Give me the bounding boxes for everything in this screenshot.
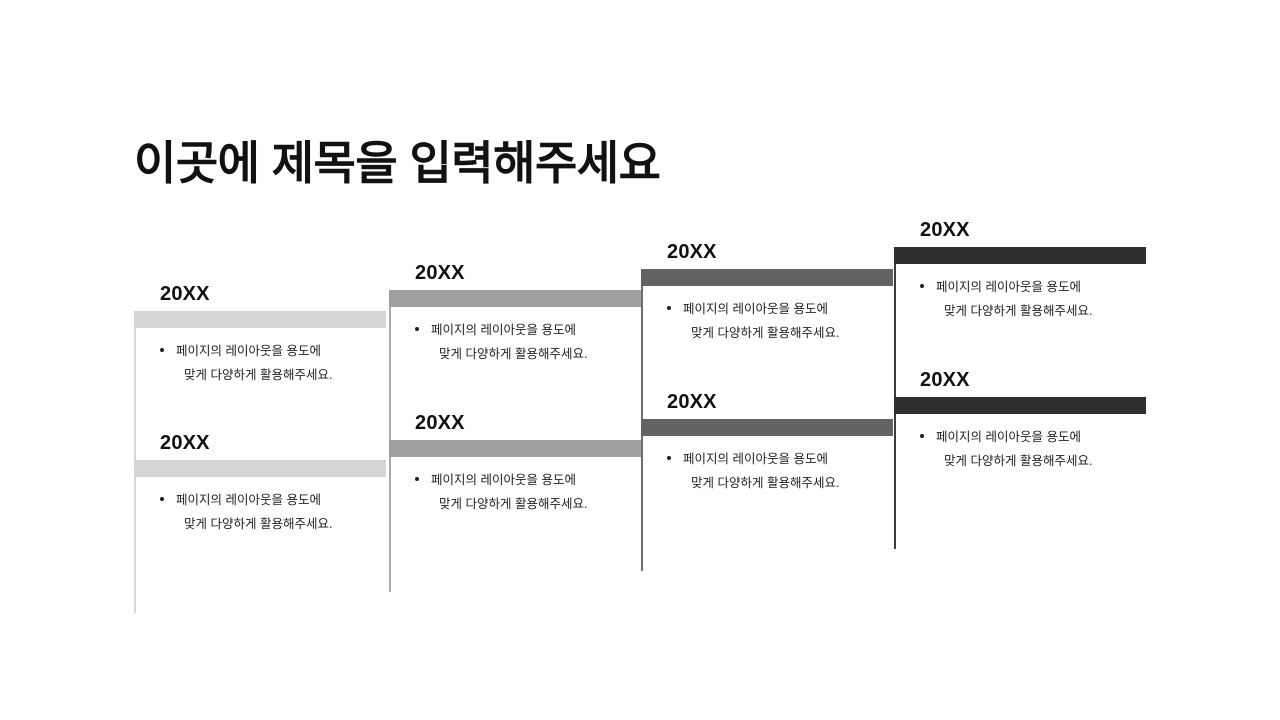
bullet-dot-icon: [160, 348, 164, 352]
bullet-text-line-1: 페이지의 레이아웃을 용도에: [683, 452, 828, 466]
timeline-connector-line: [641, 419, 643, 571]
timeline-card-year: 20XX: [667, 241, 717, 263]
timeline-connector-line: [894, 247, 896, 542]
bullet-text-line-2: 맞게 다양하게 활용해주세요.: [944, 304, 1093, 319]
timeline-connector-line: [894, 397, 896, 549]
bullet-text-line-2: 맞게 다양하게 활용해주세요.: [184, 517, 333, 532]
timeline-card-year: 20XX: [415, 412, 465, 434]
timeline-card-bar: [641, 269, 893, 286]
timeline-card-bar: [894, 397, 1146, 414]
bullet-text-line-1: 페이지의 레이아웃을 용도에: [431, 473, 576, 487]
bullet-dot-icon: [667, 306, 671, 310]
timeline-card-year: 20XX: [415, 262, 465, 284]
bullet-text-line-1: 페이지의 레이아웃을 용도에: [176, 344, 321, 358]
timeline-card-year: 20XX: [920, 369, 970, 391]
bullet-text-line-2: 맞게 다양하게 활용해주세요.: [691, 326, 840, 341]
timeline-card-bar: [134, 311, 386, 328]
timeline-card-year: 20XX: [160, 432, 210, 454]
timeline-card-bar: [134, 460, 386, 477]
timeline-card-bar: [894, 247, 1146, 264]
timeline-connector-line: [389, 290, 391, 570]
bullet-text-line-2: 맞게 다양하게 활용해주세요.: [439, 497, 588, 512]
bullet-text-line-1: 페이지의 레이아웃을 용도에: [176, 493, 321, 507]
bullet-text-line-2: 맞게 다양하게 활용해주세요.: [439, 347, 588, 362]
timeline-card-year: 20XX: [920, 219, 970, 241]
bullet-dot-icon: [415, 477, 419, 481]
bullet-text-line-1: 페이지의 레이아웃을 용도에: [936, 280, 1081, 294]
bullet-dot-icon: [415, 327, 419, 331]
bullet-text-line-1: 페이지의 레이아웃을 용도에: [431, 323, 576, 337]
bullet-text-line-2: 맞게 다양하게 활용해주세요.: [944, 454, 1093, 469]
bullet-dot-icon: [920, 434, 924, 438]
timeline-card-bar: [389, 290, 641, 307]
timeline-card-year: 20XX: [160, 283, 210, 305]
bullet-text-line-1: 페이지의 레이아웃을 용도에: [936, 430, 1081, 444]
timeline-card-bar: [641, 419, 893, 436]
timeline-connector-line: [389, 440, 391, 592]
bullet-text-line-2: 맞게 다양하게 활용해주세요.: [691, 476, 840, 491]
timeline-card-bar: [389, 440, 641, 457]
bullet-text-line-2: 맞게 다양하게 활용해주세요.: [184, 368, 333, 383]
bullet-dot-icon: [920, 284, 924, 288]
bullet-dot-icon: [160, 497, 164, 501]
timeline-connector-line: [134, 460, 136, 613]
page-title: 이곳에 제목을 입력해주세요: [134, 137, 661, 189]
timeline-card-year: 20XX: [667, 391, 717, 413]
bullet-text-line-1: 페이지의 레이아웃을 용도에: [683, 302, 828, 316]
bullet-dot-icon: [667, 456, 671, 460]
